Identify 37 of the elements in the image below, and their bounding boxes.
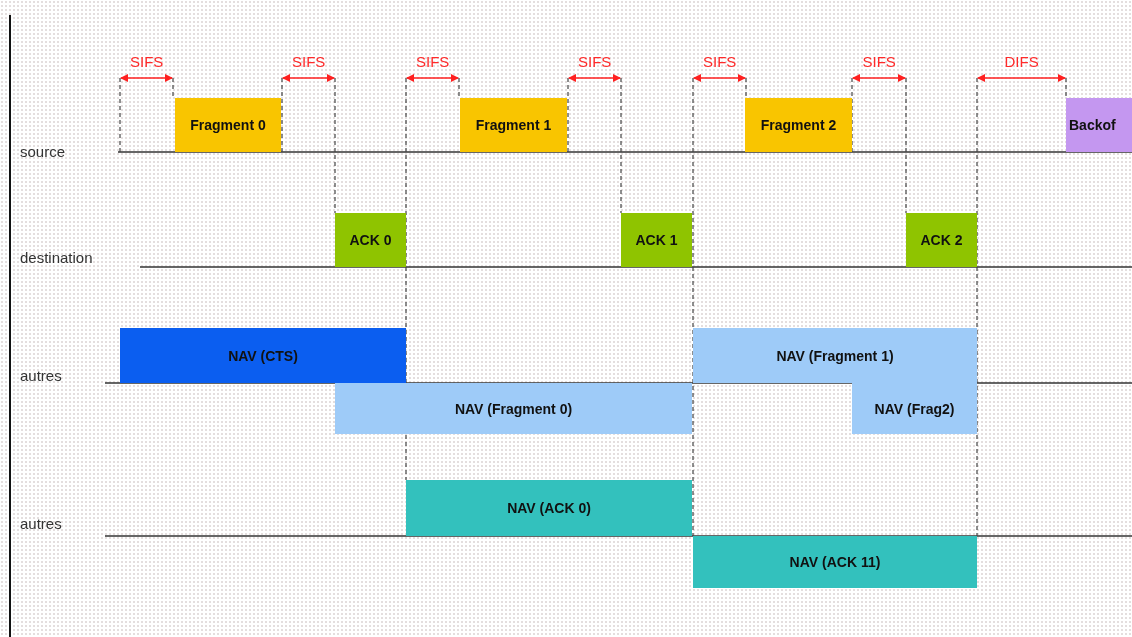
block-label: NAV (ACK 11) (789, 554, 881, 570)
row-label: autres (20, 515, 62, 532)
interval-label: SIFS (578, 53, 612, 70)
block-label: Fragment 0 (190, 117, 266, 133)
interval-label: SIFS (130, 53, 164, 70)
interval-label: SIFS (416, 53, 450, 70)
block-label: NAV (Frag2) (874, 400, 955, 417)
ack-block (335, 213, 406, 267)
frame-block (745, 98, 852, 152)
row-label: autres (20, 367, 62, 384)
interval-label: SIFS (292, 53, 326, 70)
nav-block (335, 383, 692, 434)
block-label: NAV (ACK 0) (507, 500, 591, 516)
block-label: Fragment 2 (760, 117, 837, 133)
block-label: ACK 2 (920, 232, 963, 248)
ack-block (621, 213, 692, 267)
nav-block (693, 536, 977, 588)
nav-block (120, 328, 406, 383)
backoff-block (1066, 98, 1132, 152)
row-label: source (20, 143, 66, 160)
interval-label: SIFS (862, 53, 896, 70)
nav-block (852, 383, 977, 434)
block-label: ACK 0 (349, 232, 392, 248)
row-label: destination (20, 249, 93, 266)
nav-block (406, 480, 692, 536)
block-label: Backof (1069, 117, 1116, 133)
frame-block (175, 98, 281, 152)
frame-block (460, 98, 567, 152)
interval-label: SIFS (703, 53, 737, 70)
nav-block (693, 328, 977, 383)
ack-block (906, 213, 977, 267)
block-label: NAV (Fragment 1) (776, 347, 894, 364)
block-label: NAV (Fragment 0) (454, 400, 573, 417)
interval-label: DIFS (1004, 53, 1039, 70)
block-label: ACK 1 (635, 232, 678, 248)
block-label: NAV (CTS) (228, 347, 298, 364)
block-label: Fragment 1 (475, 117, 552, 133)
